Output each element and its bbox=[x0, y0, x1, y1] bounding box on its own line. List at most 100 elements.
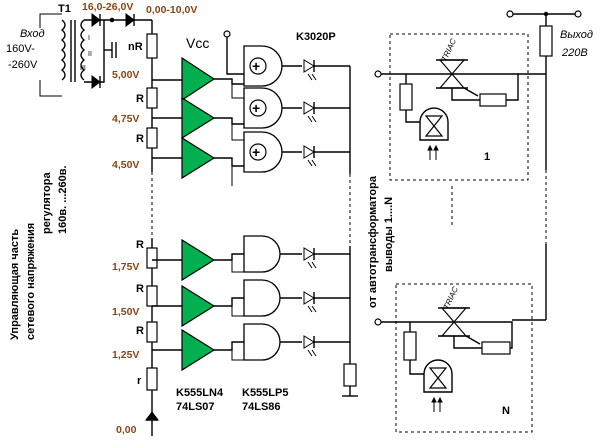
resistor-divider: nR R R R R R r 0,00 bbox=[116, 20, 159, 436]
opto-led-2 bbox=[303, 101, 315, 115]
unitn-gate-resistor bbox=[403, 331, 417, 361]
buffer-5 bbox=[181, 284, 216, 328]
unitn-gate-wire bbox=[453, 335, 482, 349]
input-label-1: Вход bbox=[20, 28, 45, 40]
unitn-res-out bbox=[409, 360, 424, 375]
side-mid-line-1: от автотрансформатора bbox=[367, 175, 379, 308]
transformer-ref: T1 bbox=[58, 3, 71, 15]
buffer-3 bbox=[181, 136, 216, 180]
unit1-triac-a bbox=[438, 59, 466, 75]
vcc-terminal bbox=[223, 30, 231, 38]
unitn-arrowhead-1 bbox=[431, 396, 437, 403]
rectifier-diode-bottom bbox=[91, 75, 101, 89]
rectifier-wiring bbox=[84, 19, 105, 83]
supply-range-label: 16,0-26,0V bbox=[82, 1, 133, 13]
xor-plus-3: + bbox=[252, 144, 260, 160]
opto-led-1 bbox=[303, 59, 315, 73]
chn1-from-prev bbox=[231, 260, 244, 273]
output-terminal-left bbox=[506, 10, 514, 18]
xor-symbol-1 bbox=[249, 57, 267, 75]
transformer-t1: T1 I II III bbox=[58, 3, 117, 89]
primary-coil bbox=[60, 19, 66, 81]
unit1-light-arrows bbox=[429, 150, 437, 160]
ch3-buffer-out bbox=[214, 157, 244, 167]
unitn-number: N bbox=[502, 405, 510, 417]
chn2-buffer-out bbox=[214, 253, 244, 261]
ch2-buffer-out bbox=[214, 117, 244, 125]
unitn-snubber-out bbox=[454, 321, 513, 349]
xor-chip-label-1: K555LP5 bbox=[242, 387, 288, 399]
output-terminal-right bbox=[574, 10, 582, 18]
input-label-3: -260V bbox=[8, 59, 38, 71]
unitn-triac-a bbox=[440, 307, 468, 323]
xor-gate-3 bbox=[243, 131, 283, 173]
input-block: Вход 160V- -260V bbox=[6, 13, 62, 97]
opto-led-3 bbox=[303, 145, 315, 159]
unit1-snubber-resistor bbox=[479, 93, 507, 107]
opto-arrows-5 bbox=[307, 305, 317, 313]
ch1-buffer-out bbox=[214, 78, 244, 85]
zener-lead bbox=[146, 419, 158, 436]
unit1-arrowhead-1 bbox=[427, 144, 433, 151]
level-label-4-50: 4,50V bbox=[112, 159, 139, 171]
unit1-res-out bbox=[405, 110, 420, 123]
unitn-opto-b bbox=[428, 377, 448, 389]
resistor-r-label-3: R bbox=[136, 239, 144, 251]
triac-unit-n-frame bbox=[395, 283, 533, 433]
output-load-resistor bbox=[539, 25, 553, 57]
unitn-triac-b bbox=[440, 321, 468, 337]
xor-chip-label-2: 74LS86 bbox=[242, 401, 281, 413]
unit1-input-terminal bbox=[374, 70, 382, 78]
side-left-line-2: сетевого напряжения bbox=[25, 223, 37, 340]
channel-n-2 bbox=[152, 235, 350, 282]
resistor-r-small bbox=[146, 367, 158, 391]
unitn-snubber-resistor bbox=[481, 341, 511, 355]
unit1-gate-wire bbox=[451, 87, 480, 101]
resistor-r-label-5: R bbox=[136, 325, 144, 337]
buffer-1 bbox=[181, 56, 216, 102]
buffer-chip-label-2: 74LS07 bbox=[176, 401, 215, 413]
buffer-6 bbox=[181, 328, 216, 372]
resistor-r-small-label: r bbox=[137, 375, 142, 387]
unit1-snubber-out bbox=[452, 73, 519, 101]
unit1-opto-b bbox=[424, 125, 444, 137]
unit1-number: 1 bbox=[484, 151, 490, 163]
xor-symbol-2 bbox=[249, 99, 267, 117]
reference-range-label: 0,00-10,0V bbox=[146, 4, 197, 16]
resistor-nr-label: nR bbox=[128, 41, 143, 53]
and-gate-6 bbox=[243, 323, 281, 361]
unit1-triac-label: TRIAC bbox=[440, 37, 458, 63]
level-label-1-75: 1,75V bbox=[112, 261, 139, 273]
zener-diode bbox=[145, 411, 159, 421]
channel-1: + bbox=[152, 45, 350, 102]
channel-2: + bbox=[152, 87, 350, 141]
optocoupler-part-label: K3020P bbox=[296, 31, 336, 43]
opto-arrows-1 bbox=[307, 73, 317, 81]
winding-label-iii: III bbox=[80, 65, 86, 72]
and-gate-4 bbox=[243, 235, 281, 273]
vcc-label: Vcc bbox=[186, 35, 209, 51]
unit1-arrowhead-2 bbox=[433, 144, 439, 151]
chn-from-prev bbox=[231, 306, 244, 361]
level-label-1-25: 1,25V bbox=[112, 349, 139, 361]
output-junctions bbox=[512, 73, 546, 321]
channel-3: + bbox=[152, 131, 350, 186]
unitn-input-terminal bbox=[374, 318, 382, 326]
side-left-line-1: Управляющая часть bbox=[9, 229, 21, 340]
unitn-light-arrows bbox=[433, 402, 441, 412]
winding-label-ii: II bbox=[88, 51, 92, 58]
level-label-1-50: 1,50V bbox=[112, 306, 139, 318]
triac-unit-n: TRIAC N bbox=[374, 283, 533, 433]
output-label-2: 220В bbox=[561, 47, 588, 59]
ch1-to-next bbox=[231, 79, 244, 99]
vcc-wire bbox=[226, 37, 244, 75]
opto-arrows-2 bbox=[307, 115, 317, 123]
channel-n bbox=[152, 306, 350, 372]
resistor-r-4 bbox=[146, 285, 158, 307]
buffer-chip-label-1: K555LN4 bbox=[176, 387, 224, 399]
opto-led-6 bbox=[303, 335, 315, 349]
opto-arrows-3 bbox=[307, 159, 317, 167]
resistor-r-1 bbox=[146, 87, 158, 109]
level-label-4-75: 4,75V bbox=[112, 113, 139, 125]
